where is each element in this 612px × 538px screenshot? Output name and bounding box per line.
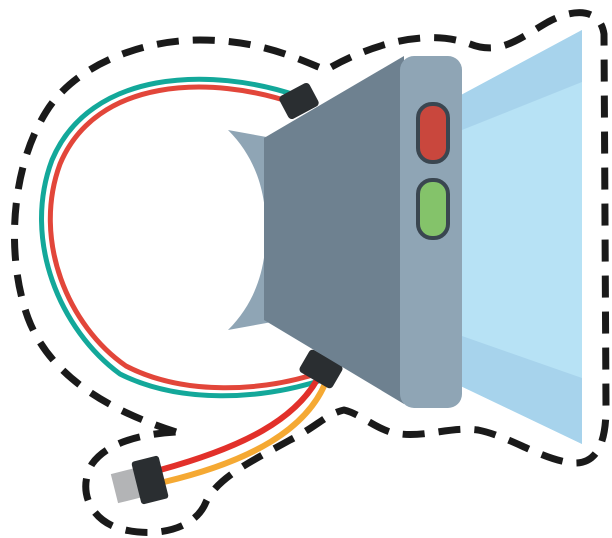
light-beam-bottom-edge <box>448 336 582 444</box>
bottom-cable-connector <box>299 349 343 389</box>
top-cable-connector <box>279 82 319 120</box>
tail-wire-orange <box>161 373 331 485</box>
light-beam <box>448 30 582 444</box>
device-back-mount <box>228 130 272 330</box>
tail-wire-red <box>157 367 325 473</box>
red-indicator-icon <box>416 102 450 164</box>
cable-plug <box>110 455 169 505</box>
cable-red <box>47 84 323 391</box>
device-body <box>264 56 404 404</box>
dashed-cutline <box>10 9 610 536</box>
cable-teal <box>39 76 323 399</box>
green-indicator-icon <box>416 178 450 240</box>
light-beam-top-edge <box>448 30 582 130</box>
